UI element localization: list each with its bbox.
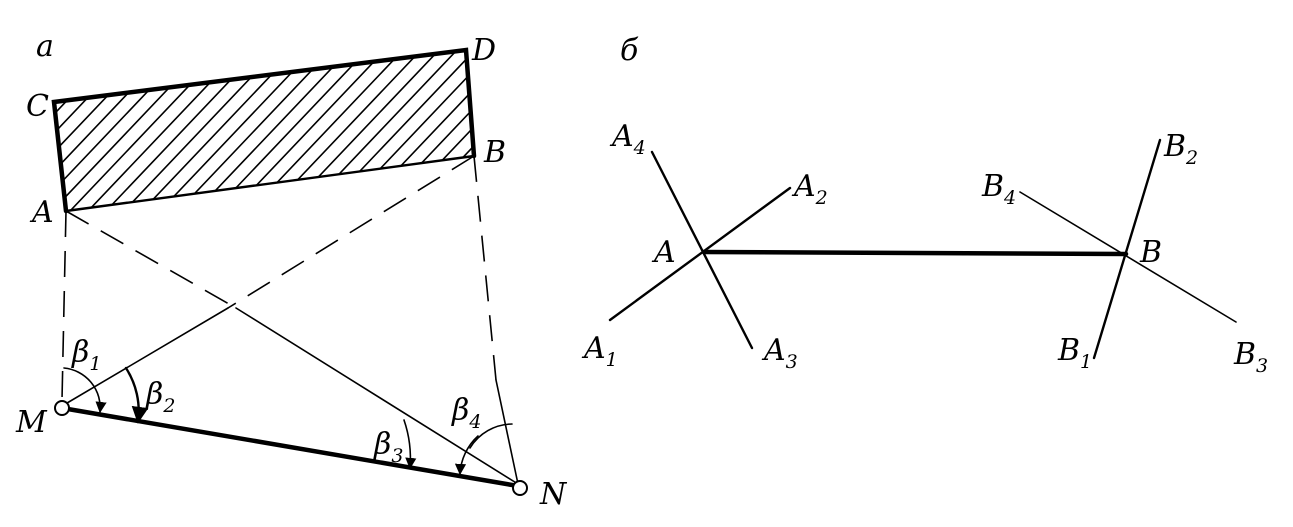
point-label-A4: A4 xyxy=(609,119,646,159)
angle-arc-beta4 xyxy=(454,435,479,476)
hatch-line xyxy=(411,50,474,211)
line-NB xyxy=(495,379,519,485)
building-edge-AB xyxy=(64,154,476,213)
point-label-A2: A2 xyxy=(791,169,828,209)
baseline-AB xyxy=(701,249,1129,257)
hatch-line xyxy=(574,30,764,230)
building-outline-CDB xyxy=(51,47,477,214)
panel-a-label: а xyxy=(36,29,54,64)
angle-arc-beta1 xyxy=(63,367,107,414)
hatch-line xyxy=(141,50,333,211)
point-label-M: M xyxy=(15,405,48,440)
hatch-line xyxy=(556,30,746,230)
hatch-line xyxy=(177,50,369,211)
angle-label-beta3: β3 xyxy=(373,427,403,467)
dashed-line-BN xyxy=(473,155,497,381)
point-label-N: N xyxy=(539,477,568,512)
hatch-line xyxy=(339,50,474,211)
line-B2-B1 xyxy=(1092,138,1162,360)
point-label-B3: B3 xyxy=(1233,337,1268,377)
line-B4-B3 xyxy=(1019,191,1237,323)
point-label-A: A xyxy=(651,235,676,270)
point-label-B1: B1 xyxy=(1057,333,1092,373)
panel-b-label: б xyxy=(620,33,639,68)
baseline-MN xyxy=(59,405,521,489)
angle-label-beta1: β1 xyxy=(71,335,101,375)
panel-b: б A4 A2 A A1 A3 B2 B4 B B1 B3 xyxy=(581,33,1268,377)
hatch-line xyxy=(484,30,674,230)
point-label-B4: B4 xyxy=(981,169,1016,209)
hatch-line xyxy=(0,30,8,230)
angle-label-beta4: β4 xyxy=(451,393,481,433)
point-label-B2: B2 xyxy=(1163,129,1198,169)
angle-arc-beta3 xyxy=(403,419,417,470)
point-label-B: B xyxy=(483,135,506,170)
hatch-line xyxy=(682,30,872,230)
line-A4-A3 xyxy=(650,150,754,350)
hatch-line xyxy=(628,30,818,230)
panel-a: а C D B A M xyxy=(0,29,872,512)
point-label-C: C xyxy=(26,89,49,124)
hatch-line xyxy=(87,50,279,211)
hatch-line xyxy=(195,50,387,211)
dashed-line-AM xyxy=(61,210,67,401)
point-label-A: A xyxy=(29,195,54,230)
station-N-marker xyxy=(512,480,528,496)
hatch-line xyxy=(105,50,297,211)
station-M-marker xyxy=(54,400,70,416)
point-label-D: D xyxy=(471,33,496,68)
line-A1-A2 xyxy=(608,186,792,322)
point-label-A1: A1 xyxy=(581,331,618,371)
angle-arc-beta4-outer xyxy=(469,423,513,449)
dashed-line-BM xyxy=(227,155,475,309)
hatch-line xyxy=(69,50,261,211)
angle-arc-beta2 xyxy=(124,366,149,424)
hatch-line xyxy=(610,30,800,230)
dashed-line-AN xyxy=(65,210,237,309)
hatch-line xyxy=(502,30,692,230)
angle-label-beta2: β2 xyxy=(145,377,175,417)
hatch-line xyxy=(54,50,189,211)
line-NA xyxy=(235,307,519,485)
point-label-B: B xyxy=(1139,235,1162,270)
hatch-line xyxy=(159,50,351,211)
point-label-A3: A3 xyxy=(761,333,798,373)
hatch-line xyxy=(0,30,26,230)
hatch-line xyxy=(54,50,225,211)
hatch-pattern xyxy=(0,30,872,230)
line-MB xyxy=(61,307,229,407)
hatched-building xyxy=(0,30,872,230)
hatch-line xyxy=(267,50,459,211)
hatch-line xyxy=(429,50,474,211)
hatch-line xyxy=(249,50,441,211)
